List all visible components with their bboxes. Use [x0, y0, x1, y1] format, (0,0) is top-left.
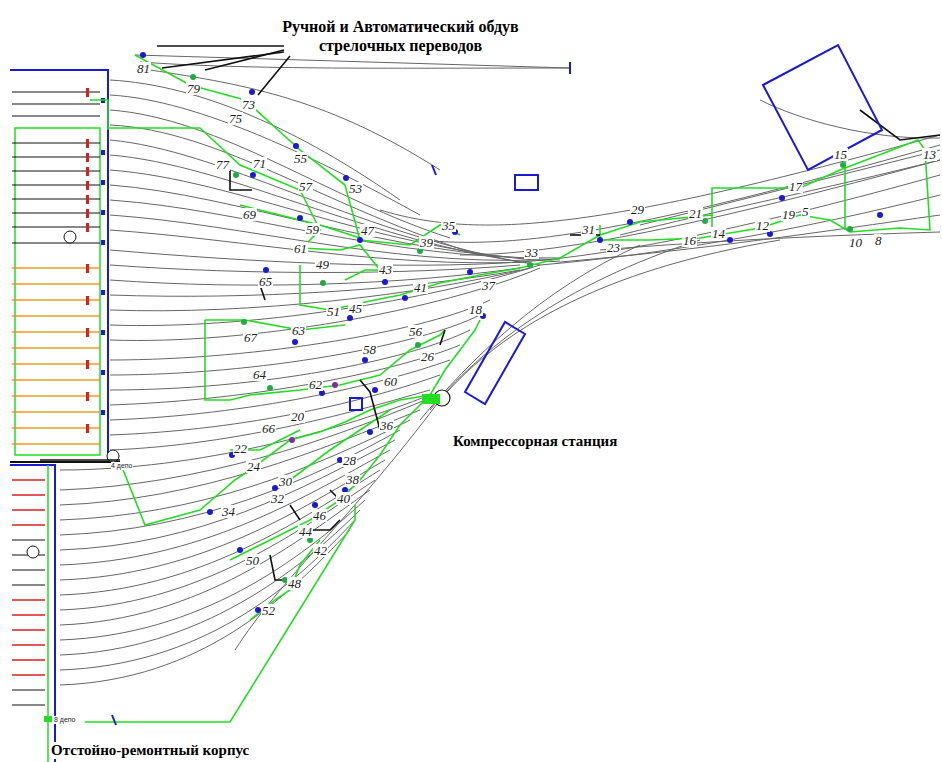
- switch-number: 46: [312, 509, 327, 522]
- switch-number: 34: [221, 505, 236, 518]
- switch-number: 65: [258, 275, 273, 288]
- track-note: 8 депо: [54, 716, 76, 724]
- switch-number: 28: [342, 454, 357, 467]
- switch-number: 73: [241, 98, 256, 111]
- switch-number: 63: [291, 324, 306, 337]
- switch-number: 39: [419, 236, 434, 249]
- switch-number: 37: [481, 279, 496, 292]
- switch-number: 58: [362, 343, 377, 356]
- air-pipe-lines: [85, 55, 930, 722]
- switch-number: 40: [336, 492, 351, 505]
- switch-number: 32: [270, 492, 285, 505]
- switch-number: 47: [360, 224, 375, 237]
- switch-number: 14: [711, 227, 726, 240]
- switch-number: 26: [420, 350, 435, 363]
- switch-number: 57: [298, 180, 313, 193]
- switch-number: 33: [524, 246, 539, 259]
- switch-number: 15: [833, 148, 848, 161]
- switch-number: 64: [252, 368, 267, 381]
- switch-number: 5: [801, 205, 810, 218]
- switch-number: 19: [781, 208, 796, 221]
- switch-number: 20: [290, 410, 305, 423]
- switch-number: 67: [243, 331, 258, 344]
- switch-number: 17: [788, 180, 803, 193]
- switch-number: 22: [233, 442, 248, 455]
- switch-number: 59: [305, 223, 320, 236]
- switch-number: 75: [228, 112, 243, 125]
- cable-stubs: [40, 110, 940, 580]
- switch-number: 51: [326, 305, 341, 318]
- switch-number: 62: [308, 378, 323, 391]
- building-label: Компрессорная станция: [451, 433, 619, 450]
- switch-number: 60: [383, 375, 398, 388]
- switch-number: 66: [261, 422, 276, 435]
- tracks: [60, 55, 940, 685]
- switch-number: 10: [848, 236, 863, 249]
- switch-number: 79: [186, 82, 201, 95]
- switch-number: 13: [922, 148, 937, 161]
- buildings: [350, 45, 882, 410]
- switch-number: 81: [136, 62, 151, 75]
- switch-number: 48: [287, 577, 302, 590]
- switch-number: 50: [245, 554, 260, 567]
- switch-number: 77: [215, 158, 230, 171]
- switch-number: 24: [246, 460, 261, 473]
- switch-number: 53: [348, 182, 363, 195]
- track-note: 4 депо: [111, 462, 133, 470]
- switch-number: 52: [261, 604, 276, 617]
- switch-number: 55: [293, 152, 308, 165]
- switch-number: 23: [606, 241, 621, 254]
- switch-number: 42: [313, 544, 328, 557]
- switch-number: 16: [682, 234, 697, 247]
- switch-number: 45: [348, 302, 363, 315]
- leader-lines: [157, 46, 290, 95]
- switch-number: 44: [298, 525, 313, 538]
- switch-number: 18: [468, 303, 483, 316]
- switch-number: 31: [581, 223, 596, 236]
- switch-number: 21: [688, 207, 703, 220]
- switch-number: 35: [441, 219, 456, 232]
- switch-number: 56: [408, 325, 423, 338]
- switch-number: 41: [413, 281, 428, 294]
- switch-number: 30: [278, 475, 293, 488]
- building-label: Отстойно-ремонтный корпус: [49, 742, 251, 759]
- switch-number: 12: [755, 219, 770, 232]
- switch-number: 29: [630, 203, 645, 216]
- switch-number: 61: [293, 242, 308, 255]
- callout-title: Ручной и Автоматический обдув стрелочных…: [278, 17, 523, 55]
- switch-number: 8: [874, 234, 883, 247]
- switch-number: 36: [379, 419, 394, 432]
- switch-number: 69: [242, 208, 257, 221]
- switch-number: 71: [252, 157, 267, 170]
- switch-points: [140, 52, 883, 613]
- switch-number: 38: [345, 473, 360, 486]
- depot-building: [10, 70, 120, 762]
- switch-number: 49: [315, 258, 330, 271]
- switch-number: 43: [378, 263, 393, 276]
